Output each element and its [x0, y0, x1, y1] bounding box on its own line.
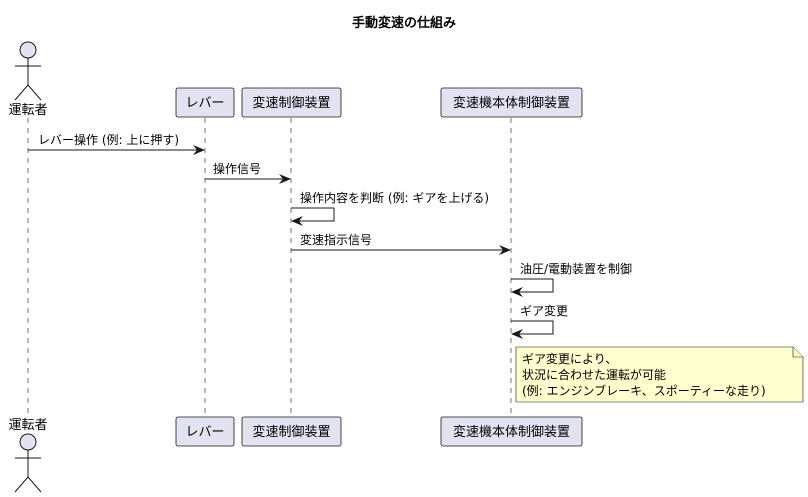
arrow-head [511, 287, 523, 297]
arrow-head [291, 216, 303, 226]
participant-lever-top: レバー [175, 87, 235, 118]
participant-lever-bottom: レバー [175, 416, 235, 447]
note-line: (例: エンジンブレーキ、スポーティーな走り) [522, 383, 766, 398]
message-label: 操作内容を判断 (例: ギアを上げる) [300, 190, 489, 205]
note-line: ギア変更により、 [522, 351, 617, 366]
message-label: 操作信号 [213, 161, 261, 176]
participant-label: レバー [185, 425, 224, 440]
message-1: レバー操作 (例: 上に押す) [28, 132, 205, 155]
message-2: 操作信号 [205, 161, 291, 184]
participant-label: 変速機本体制御装置 [453, 424, 570, 440]
message-arrow [511, 278, 554, 293]
message-6-self: ギア変更 [511, 303, 568, 339]
arrow-head [499, 245, 511, 255]
participant-unit-top: 変速機本体制御装置 [440, 87, 583, 118]
message-4: 変速指示信号 [291, 232, 511, 255]
note: ギア変更により、 状況に合わせた運転が可能 (例: エンジンブレーキ、スポーティ… [515, 346, 804, 403]
participant-label: 変速制御装置 [252, 95, 330, 111]
participant-driver-bottom: 運転者 [8, 418, 48, 493]
message-label: レバー操作 (例: 上に押す) [38, 132, 179, 147]
participant-ctrl-bottom: 変速制御装置 [241, 416, 342, 447]
actor-icon [14, 41, 42, 101]
participant-label: 運転者 [8, 418, 47, 433]
actor-icon [14, 433, 42, 493]
message-arrow [291, 207, 335, 222]
arrow-head [279, 174, 291, 184]
participant-label: 運転者 [8, 103, 47, 118]
participant-label: 変速制御装置 [252, 424, 330, 440]
participant-label: レバー [185, 96, 224, 111]
message-label: ギア変更 [520, 303, 568, 318]
note-box [515, 346, 804, 403]
participant-ctrl-top: 変速制御装置 [241, 87, 342, 118]
arrow-head [193, 145, 205, 155]
arrow-head [511, 329, 523, 339]
message-arrow [511, 320, 554, 335]
diagram-title: 手動変速の仕組み [352, 15, 456, 31]
message-label: 油圧/電動装置を制御 [520, 261, 632, 276]
message-3-self: 操作内容を判断 (例: ギアを上げる) [291, 190, 489, 226]
participant-unit-bottom: 変速機本体制御装置 [440, 416, 583, 447]
note-corner-fold [792, 347, 803, 358]
note-line: 状況に合わせた運転が可能 [522, 367, 666, 382]
message-5-self: 油圧/電動装置を制御 [511, 261, 632, 297]
message-label: 変速指示信号 [300, 232, 372, 247]
participant-label: 変速機本体制御装置 [453, 95, 570, 111]
participant-driver-top: 運転者 [8, 41, 48, 118]
